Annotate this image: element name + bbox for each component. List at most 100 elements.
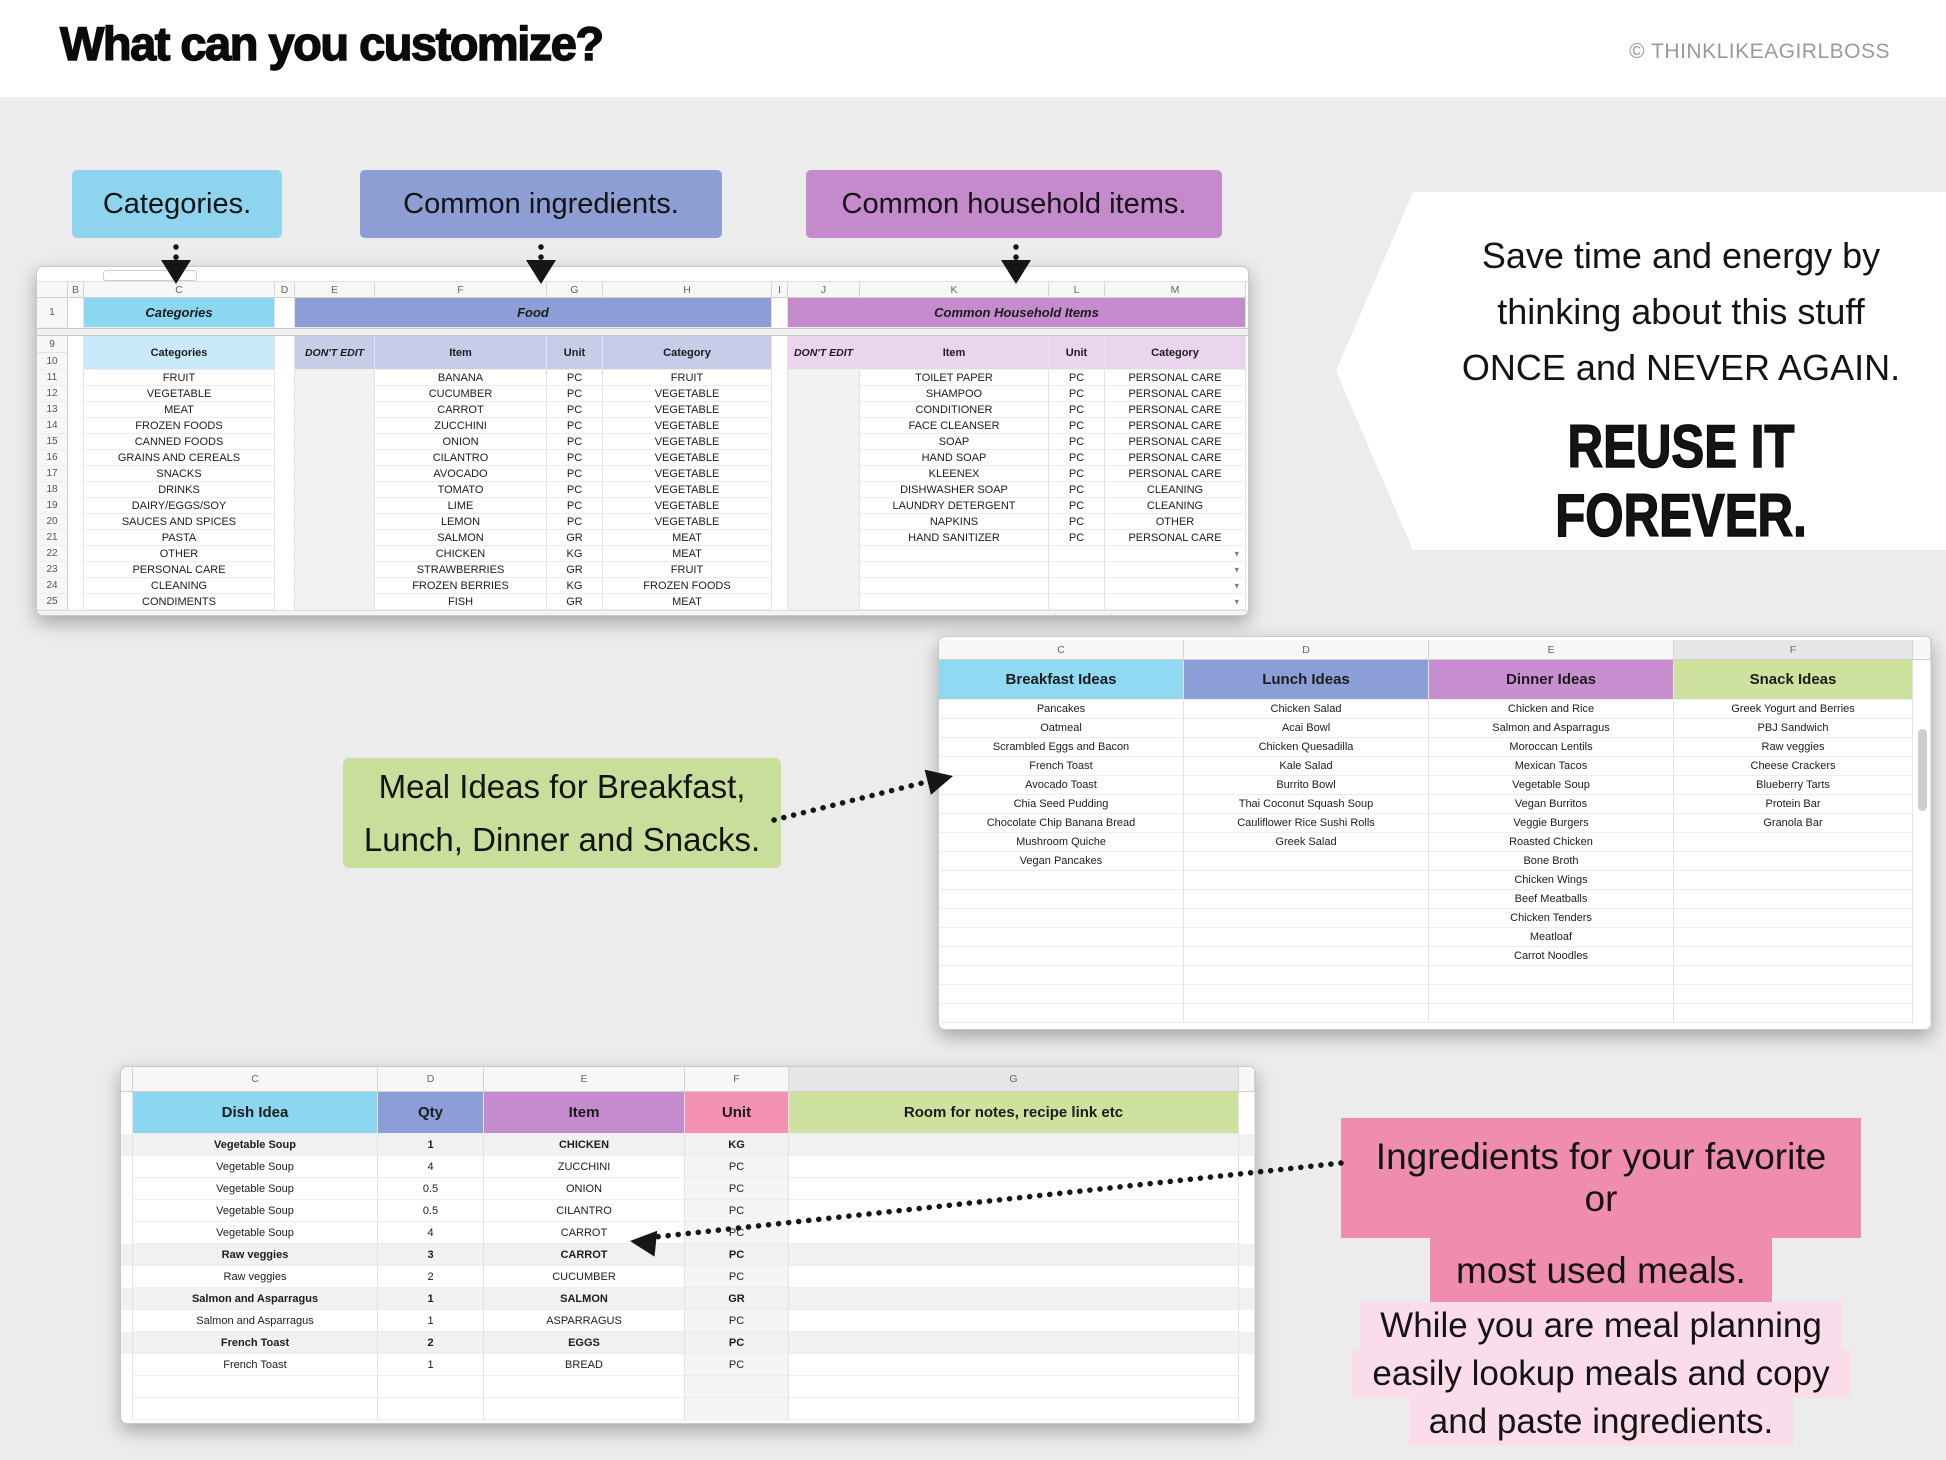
cell-household-category[interactable]: ▾ bbox=[1105, 562, 1246, 578]
cell-food-item[interactable]: LEMON bbox=[375, 514, 547, 530]
cell-unit[interactable] bbox=[685, 1398, 789, 1420]
cell-snack[interactable] bbox=[1674, 852, 1913, 871]
cell-food-item[interactable]: ONION bbox=[375, 434, 547, 450]
cell-dinner[interactable]: Moroccan Lentils bbox=[1429, 738, 1674, 757]
cell-qty[interactable]: 4 bbox=[378, 1222, 484, 1244]
cell-dinner[interactable]: Chicken and Rice bbox=[1429, 700, 1674, 719]
cell-notes[interactable] bbox=[789, 1222, 1239, 1244]
cell[interactable] bbox=[121, 1354, 133, 1376]
cell-unit[interactable]: PC bbox=[685, 1244, 789, 1266]
cell[interactable] bbox=[275, 466, 295, 482]
cell-breakfast[interactable]: Chia Seed Pudding bbox=[939, 795, 1184, 814]
cell-qty[interactable]: 1 bbox=[378, 1134, 484, 1156]
column-letter[interactable]: M bbox=[1105, 282, 1246, 298]
cell-qty[interactable]: 0.5 bbox=[378, 1178, 484, 1200]
cell-dont-edit[interactable] bbox=[295, 482, 375, 498]
cell[interactable] bbox=[68, 530, 84, 546]
cell-qty[interactable]: 1 bbox=[378, 1310, 484, 1332]
cell[interactable] bbox=[68, 578, 84, 594]
scrollbar-track[interactable] bbox=[1913, 928, 1931, 947]
cell-category[interactable]: DRINKS bbox=[84, 482, 275, 498]
cell[interactable] bbox=[68, 562, 84, 578]
cell-breakfast[interactable] bbox=[939, 928, 1184, 947]
cell-dinner[interactable]: Vegetable Soup bbox=[1429, 776, 1674, 795]
cell[interactable] bbox=[772, 562, 788, 578]
cell-category[interactable]: GRAINS AND CEREALS bbox=[84, 450, 275, 466]
cell[interactable] bbox=[275, 298, 295, 328]
column-letter[interactable]: F bbox=[1674, 640, 1913, 660]
cell-household-item[interactable]: CONDITIONER bbox=[860, 402, 1049, 418]
cell-dont-edit[interactable] bbox=[295, 514, 375, 530]
cell-dont-edit[interactable] bbox=[295, 434, 375, 450]
cell-household-item[interactable]: FACE CLEANSER bbox=[860, 418, 1049, 434]
cell-household-category[interactable]: PERSONAL CARE bbox=[1105, 466, 1246, 482]
cell-dont-edit[interactable] bbox=[788, 386, 860, 402]
cell[interactable] bbox=[772, 514, 788, 530]
cell-household-item[interactable] bbox=[860, 578, 1049, 594]
column-letter[interactable]: E bbox=[1429, 640, 1674, 660]
cell-household-item[interactable]: TOILET PAPER bbox=[860, 370, 1049, 386]
sheet2-scrollbar-thumb[interactable] bbox=[1918, 729, 1927, 811]
cell-qty[interactable]: 1 bbox=[378, 1288, 484, 1310]
cell-food-category[interactable]: VEGETABLE bbox=[603, 498, 772, 514]
cell-dish-idea[interactable]: Salmon and Asparragus bbox=[133, 1288, 378, 1310]
column-letter[interactable]: F bbox=[375, 282, 547, 298]
cell-breakfast[interactable]: French Toast bbox=[939, 757, 1184, 776]
cell-qty[interactable] bbox=[378, 1376, 484, 1398]
cell-qty[interactable]: 2 bbox=[378, 1332, 484, 1354]
row-number[interactable]: 17 bbox=[37, 466, 68, 482]
scrollbar-gutter[interactable] bbox=[1913, 640, 1931, 660]
cell-snack[interactable]: Blueberry Tarts bbox=[1674, 776, 1913, 795]
cell-food-category[interactable]: VEGETABLE bbox=[603, 418, 772, 434]
scrollbar-track[interactable] bbox=[1239, 1156, 1255, 1178]
cell[interactable] bbox=[772, 418, 788, 434]
column-letter[interactable]: L bbox=[1049, 282, 1105, 298]
cell-dinner[interactable]: Bone Broth bbox=[1429, 852, 1674, 871]
cell-snack[interactable] bbox=[1674, 833, 1913, 852]
row-number[interactable]: 10 bbox=[46, 355, 58, 367]
cell-breakfast[interactable] bbox=[939, 890, 1184, 909]
cell-food-unit[interactable]: KG bbox=[547, 546, 603, 562]
cell-household-unit[interactable]: PC bbox=[1049, 386, 1105, 402]
row-number[interactable]: 20 bbox=[37, 514, 68, 530]
cell-snack[interactable]: Cheese Crackers bbox=[1674, 757, 1913, 776]
cell-breakfast[interactable]: Mushroom Quiche bbox=[939, 833, 1184, 852]
cell-household-unit[interactable]: PC bbox=[1049, 498, 1105, 514]
column-letter[interactable]: G bbox=[789, 1067, 1239, 1092]
cell-category[interactable]: CLEANING bbox=[84, 578, 275, 594]
cell-food-category[interactable]: FROZEN FOODS bbox=[603, 578, 772, 594]
scrollbar-track[interactable] bbox=[1913, 966, 1931, 985]
column-header[interactable]: Breakfast Ideas bbox=[939, 660, 1184, 700]
scrollbar-track[interactable] bbox=[1913, 738, 1931, 757]
cell-snack[interactable] bbox=[1674, 947, 1913, 966]
cell-snack[interactable] bbox=[1674, 890, 1913, 909]
cell-dont-edit[interactable] bbox=[788, 498, 860, 514]
cell-lunch[interactable]: Acai Bowl bbox=[1184, 719, 1429, 738]
cell-dinner[interactable]: Chicken Tenders bbox=[1429, 909, 1674, 928]
cell-dinner[interactable]: Roasted Chicken bbox=[1429, 833, 1674, 852]
column-header[interactable]: Dish Idea bbox=[133, 1092, 378, 1134]
dropdown-arrow-icon[interactable]: ▾ bbox=[1234, 580, 1239, 590]
group-title-food[interactable]: Food bbox=[295, 298, 772, 328]
subheader-unit[interactable]: Unit bbox=[547, 336, 603, 370]
column-letter[interactable]: C bbox=[84, 282, 275, 298]
cell-food-item[interactable]: FROZEN BERRIES bbox=[375, 578, 547, 594]
column-letter[interactable]: H bbox=[603, 282, 772, 298]
cell-food-unit[interactable]: KG bbox=[547, 578, 603, 594]
cell-household-unit[interactable] bbox=[1049, 578, 1105, 594]
cell-snack[interactable]: PBJ Sandwich bbox=[1674, 719, 1913, 738]
row-number[interactable]: 13 bbox=[37, 402, 68, 418]
scrollbar-track[interactable] bbox=[1239, 1222, 1255, 1244]
cell-dinner[interactable] bbox=[1429, 1004, 1674, 1023]
cell-lunch[interactable]: Cauliflower Rice Sushi Rolls bbox=[1184, 814, 1429, 833]
cell[interactable] bbox=[121, 1222, 133, 1244]
cell-dont-edit[interactable] bbox=[788, 514, 860, 530]
cell[interactable] bbox=[275, 594, 295, 610]
cell-food-category[interactable]: MEAT bbox=[603, 546, 772, 562]
cell-dinner[interactable] bbox=[1429, 985, 1674, 1004]
cell[interactable] bbox=[68, 298, 84, 328]
cell[interactable] bbox=[275, 562, 295, 578]
cell-snack[interactable] bbox=[1674, 909, 1913, 928]
cell-lunch[interactable]: Thai Coconut Squash Soup bbox=[1184, 795, 1429, 814]
row-number[interactable]: 15 bbox=[37, 434, 68, 450]
